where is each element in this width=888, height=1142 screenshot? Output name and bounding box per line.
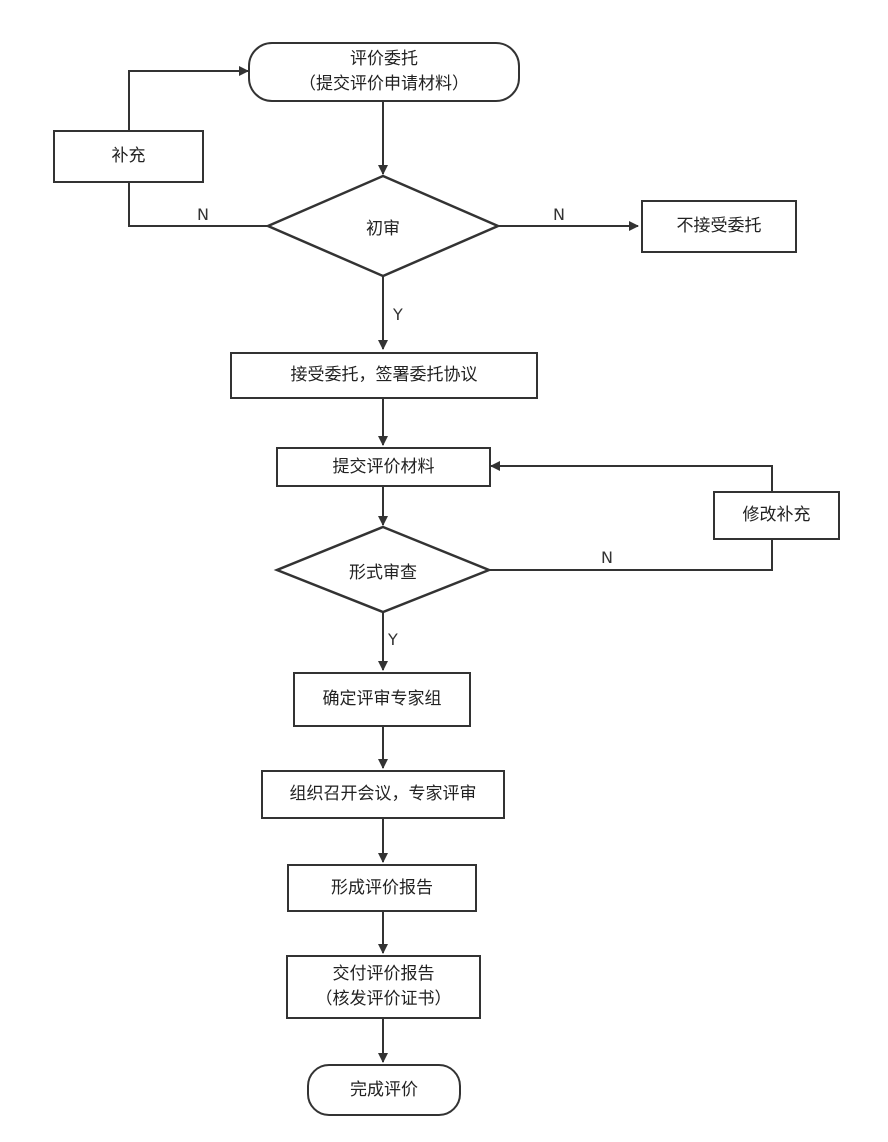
- report-box: 形成评价报告: [287, 864, 477, 912]
- edge-label-to-reject: N: [553, 205, 565, 224]
- deliver-label-line1: 交付评价报告: [332, 964, 435, 985]
- modify-supplement-label: 修改补充: [742, 505, 811, 526]
- accept-label: 接受委托，签署委托协议: [290, 365, 478, 386]
- modify-supplement-box: 修改补充: [713, 491, 840, 540]
- deliver-label-line2: （核发评价证书）: [315, 989, 452, 1009]
- supplement-box: 补充: [53, 130, 204, 183]
- formal-review-label: 形式审查: [349, 562, 417, 583]
- submit-materials-box: 提交评价材料: [276, 447, 491, 487]
- edge-label-formal-yes: Y: [388, 630, 398, 649]
- supplement-label: 补充: [111, 146, 146, 167]
- end-terminator: 完成评价: [307, 1064, 461, 1116]
- edge-formal-review-to-modify: [489, 540, 773, 571]
- initial-review-diamond: [264, 174, 502, 278]
- initial-review-label: 初审: [366, 218, 400, 239]
- start-label-line2: （提交评价申请材料）: [299, 74, 469, 94]
- reject-box: 不接受委托: [641, 200, 797, 253]
- edge-initial-review-to-supplement: [128, 183, 270, 227]
- expert-group-box: 确定评审专家组: [293, 672, 471, 727]
- accept-box: 接受委托，签署委托协议: [230, 352, 538, 399]
- submit-materials-label: 提交评价材料: [332, 456, 435, 477]
- edge-label-formal-no: N: [601, 548, 613, 567]
- edge-supplement-to-start: [128, 66, 249, 130]
- meeting-box: 组织召开会议，专家评审: [261, 770, 505, 819]
- reject-label: 不接受委托: [676, 216, 762, 237]
- meeting-label: 组织召开会议，专家评审: [289, 784, 477, 805]
- expert-group-label: 确定评审专家组: [322, 689, 442, 710]
- formal-review-diamond: [273, 525, 493, 614]
- end-label: 完成评价: [350, 1079, 418, 1100]
- edge-label-initial-yes: Y: [393, 305, 403, 324]
- report-label: 形成评价报告: [331, 877, 433, 898]
- start-label-line1: 评价委托: [350, 49, 418, 70]
- start-terminator: 评价委托 （提交评价申请材料）: [248, 42, 520, 102]
- deliver-box: 交付评价报告 （核发评价证书）: [286, 955, 481, 1019]
- edge-modify-to-submit: [490, 461, 773, 491]
- edge-label-to-supplement: N: [197, 205, 209, 224]
